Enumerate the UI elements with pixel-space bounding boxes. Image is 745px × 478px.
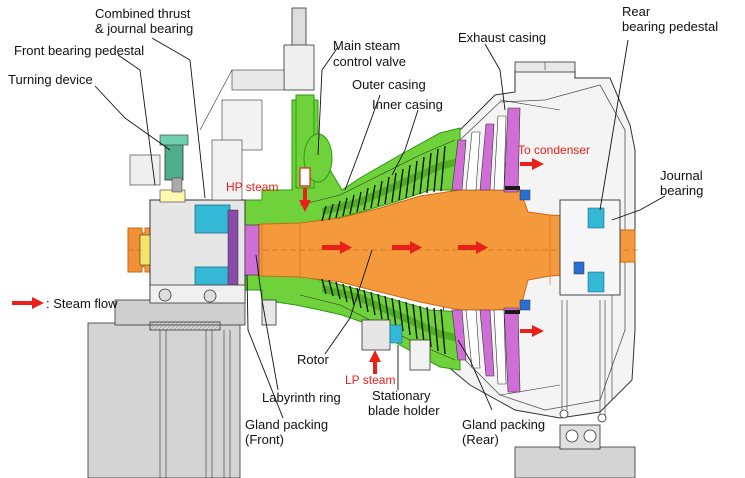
legend: : Steam flow	[46, 296, 118, 311]
label-labyrinth-ring: Labyrinth ring	[262, 390, 341, 405]
label-lp-steam: LP steam	[345, 373, 395, 387]
control-valve-assembly	[199, 7, 315, 201]
label-main-steam-line1: Main steam	[333, 38, 400, 53]
labels: Combined thrust & journal bearing Front …	[8, 4, 718, 447]
foundation-left	[87, 299, 246, 478]
label-rotor: Rotor	[297, 352, 329, 367]
label-combined-thrust-line2: & journal bearing	[95, 21, 193, 36]
legend-steam-flow-text: : Steam flow	[46, 296, 118, 311]
label-exhaust-casing: Exhaust casing	[458, 30, 546, 45]
label-stationary-line2: blade holder	[368, 403, 440, 418]
outer-casing	[239, 94, 461, 371]
label-turning-device: Turning device	[8, 72, 93, 87]
rear-bearing-pedestal	[559, 199, 621, 296]
label-front-bearing-pedestal: Front bearing pedestal	[14, 43, 144, 58]
label-rear-pedestal-line2: bearing pedestal	[622, 19, 718, 34]
hp-blades-upper	[321, 145, 446, 222]
hp-blades-lower	[321, 278, 446, 355]
label-gland-rear-line1: Gland packing	[462, 417, 545, 432]
label-journal-line1: Journal	[660, 168, 703, 183]
turning-device-part	[129, 134, 189, 193]
label-gland-front-line2: (Front)	[245, 432, 284, 447]
foundation-right	[514, 424, 636, 478]
label-rear-pedestal-line1: Rear	[622, 4, 651, 19]
label-main-steam-line2: control valve	[333, 54, 406, 69]
label-gland-front-line1: Gland packing	[245, 417, 328, 432]
label-combined-thrust-line1: Combined thrust	[95, 6, 191, 21]
label-gland-rear-line2: (Rear)	[462, 432, 499, 447]
label-inner-casing: Inner casing	[372, 97, 443, 112]
lp-steam-inlet	[361, 319, 431, 371]
leader-lines	[94, 37, 666, 419]
label-to-condenser: To condenser	[518, 143, 590, 157]
front-bearing-pedestal	[139, 189, 246, 304]
lp-blades-upper	[451, 107, 531, 201]
steam-arrows	[12, 158, 544, 374]
label-stationary-line1: Stationary	[372, 388, 431, 403]
label-hp-steam: HP steam	[226, 180, 278, 194]
label-outer-casing: Outer casing	[352, 77, 426, 92]
rotor	[127, 189, 640, 311]
label-journal-line2: bearing	[660, 183, 703, 198]
